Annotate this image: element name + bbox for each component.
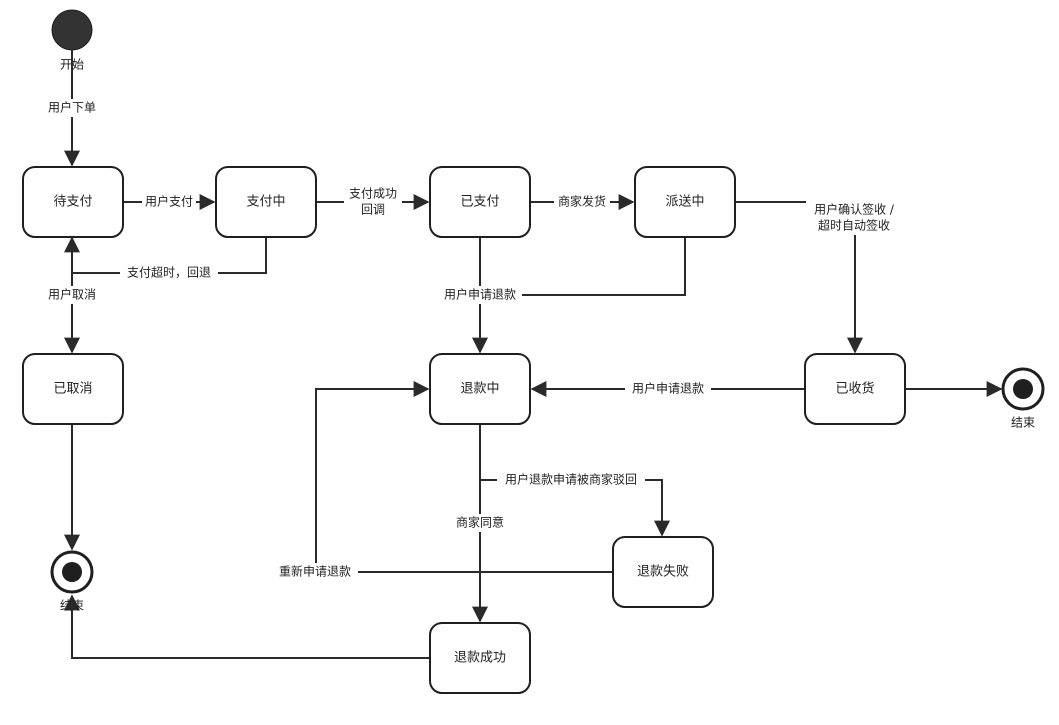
state-label: 已支付 — [460, 195, 499, 210]
edge-reapply-refund — [315, 381, 612, 573]
end-right-label: 结束 — [1011, 416, 1035, 430]
state-refund-failed: 退款失败 — [612, 536, 714, 608]
label-user-pay: 用户支付 — [145, 194, 193, 209]
state-label: 支付中 — [246, 195, 285, 210]
end-circle-inner — [1013, 379, 1033, 399]
state-label: 已收货 — [835, 381, 874, 397]
label-apply-refund-paid: 用户申请退款 — [444, 287, 516, 302]
state-pending-payment: 待支付 — [22, 166, 124, 238]
state-label: 已取消 — [53, 382, 92, 397]
end-left-label: 结束 — [60, 599, 84, 613]
state-received: 已收货 — [804, 353, 906, 425]
label-confirm-receipt-line2: 超时自动签收 — [818, 218, 890, 233]
label-reapply-refund: 重新申请退款 — [279, 564, 351, 579]
state-label: 退款成功 — [454, 651, 506, 666]
end-node-right: 结束 — [1001, 367, 1045, 430]
label-place-order: 用户下单 — [48, 100, 96, 115]
state-label: 派送中 — [665, 195, 704, 210]
start-node: 开始 — [51, 9, 93, 72]
label-merchant-ship: 商家发货 — [558, 194, 606, 209]
label-confirm-receipt-line1: 用户确认签收 / — [814, 202, 895, 217]
label-pay-success-line2: 回调 — [361, 203, 385, 217]
edge-delivering-to-refunding — [480, 237, 686, 296]
end-circle-inner — [62, 562, 82, 582]
state-paid: 已支付 — [429, 166, 531, 238]
label-pay-success-line1: 支付成功 — [349, 187, 397, 201]
label-merchant-agree: 商家同意 — [456, 515, 504, 530]
state-refund-success: 退款成功 — [429, 622, 531, 694]
state-label: 退款中 — [460, 382, 499, 397]
state-cancelled: 已取消 — [22, 353, 124, 425]
state-delivering: 派送中 — [634, 166, 736, 238]
label-refund-rejected: 用户退款申请被商家驳回 — [505, 472, 637, 487]
state-paying: 支付中 — [215, 166, 317, 238]
label-apply-refund-received: 用户申请退款 — [632, 381, 704, 396]
end-node-left: 结束 — [50, 550, 94, 613]
start-circle — [51, 9, 93, 51]
state-label: 待支付 — [53, 195, 92, 210]
label-user-cancel: 用户取消 — [48, 287, 96, 302]
edge-labels: 用户下单 用户支付 支付成功 回调 支付超时，回退 用户取消 商家发货 用户确认… — [44, 99, 902, 581]
label-timeout-rollback: 支付超时，回退 — [127, 265, 211, 280]
start-label: 开始 — [60, 58, 84, 72]
state-refunding: 退款中 — [429, 353, 531, 425]
state-label: 退款失败 — [637, 565, 689, 580]
edge-refund-success-end — [64, 594, 430, 659]
